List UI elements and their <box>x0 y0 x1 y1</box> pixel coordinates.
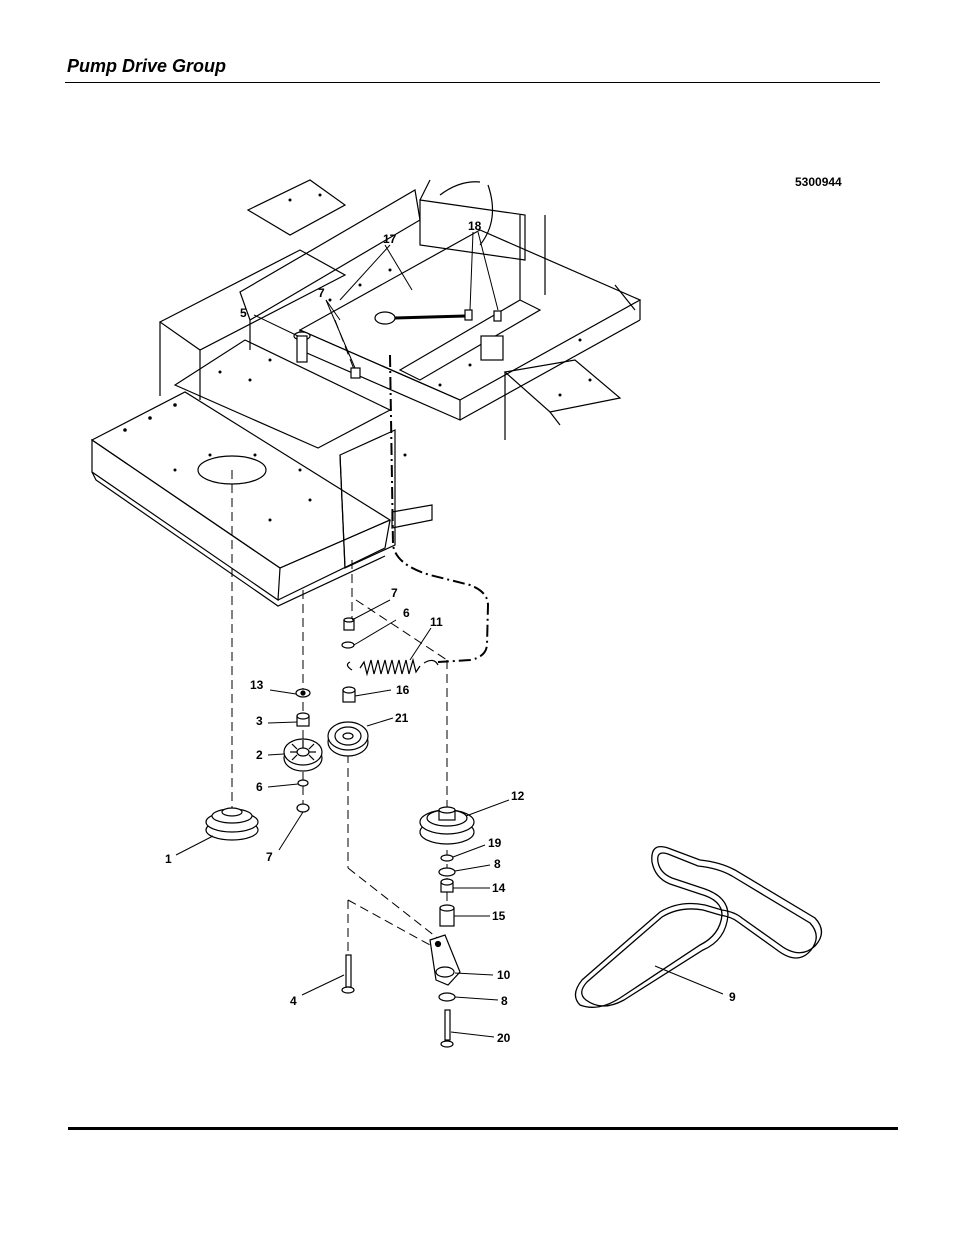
callout-12: 12 <box>511 789 525 803</box>
callout-10: 10 <box>497 968 511 982</box>
callout-5: 5 <box>240 306 247 320</box>
callout-3: 3 <box>256 714 263 728</box>
callout-9: 9 <box>729 990 736 1004</box>
callout-17: 17 <box>383 232 397 246</box>
spacer-16 <box>342 686 356 703</box>
callout-6-left: 6 <box>256 780 263 794</box>
spacer-14 <box>440 878 454 893</box>
washer-8-lower <box>438 992 456 1002</box>
callout-15: 15 <box>492 909 506 923</box>
callout-7-center: 7 <box>391 586 398 600</box>
bolt-20 <box>440 1009 454 1048</box>
figure-number: 5300944 <box>795 175 842 189</box>
callout-7-top: 7 <box>318 286 325 300</box>
washer-6-left <box>297 779 309 787</box>
nut-7-left <box>296 803 310 813</box>
idler-pulley-12 <box>419 806 475 845</box>
page-title: Pump Drive Group <box>67 56 227 76</box>
pump-pulley-1 <box>205 807 259 841</box>
callout-6-center: 6 <box>403 606 410 620</box>
nuts-18 <box>464 309 502 322</box>
nut-7-center <box>343 617 355 631</box>
spring-anchor-line <box>389 354 490 663</box>
washer-8-upper <box>438 867 456 877</box>
idler-pulley-2 <box>283 738 323 772</box>
callout-2: 2 <box>256 748 263 762</box>
bushing-15 <box>439 904 455 927</box>
idler-arm-10 <box>429 934 461 986</box>
idler-pulley-21 <box>327 721 369 757</box>
callout-19: 19 <box>488 836 502 850</box>
callout-11: 11 <box>430 615 443 629</box>
callout-labels: 17 18 7 5 7 6 11 13 16 3 21 2 6 12 19 1 … <box>165 219 736 1045</box>
bolt-5 <box>293 331 311 363</box>
callout-21: 21 <box>395 711 409 725</box>
spacer-13 <box>295 688 311 698</box>
washer-19 <box>440 854 454 862</box>
callout-8-lower: 8 <box>501 994 508 1008</box>
callout-18: 18 <box>468 219 482 233</box>
callout-4: 4 <box>290 994 297 1008</box>
bolt-4 <box>341 954 355 994</box>
eye-bolt-17 <box>374 311 466 325</box>
footer-rule <box>68 1127 898 1130</box>
callout-20: 20 <box>497 1031 511 1045</box>
lock-nut-frame <box>350 367 361 379</box>
switch-bracket <box>480 335 504 361</box>
bushing-3 <box>296 712 310 727</box>
callout-16: 16 <box>396 683 410 697</box>
spring-11 <box>346 657 439 677</box>
mower-frame <box>90 179 642 607</box>
drive-belt-9 <box>574 845 823 1008</box>
callout-1: 1 <box>165 852 172 866</box>
callout-7-left: 7 <box>266 850 273 864</box>
callout-14: 14 <box>492 881 506 895</box>
header-rule <box>65 82 880 83</box>
assembly-center-lines <box>231 319 448 955</box>
callout-8-upper: 8 <box>494 857 501 871</box>
washer-6-center <box>341 641 355 649</box>
callout-leaders <box>175 231 724 1038</box>
frame-holes <box>123 193 592 522</box>
callout-13: 13 <box>250 678 264 692</box>
